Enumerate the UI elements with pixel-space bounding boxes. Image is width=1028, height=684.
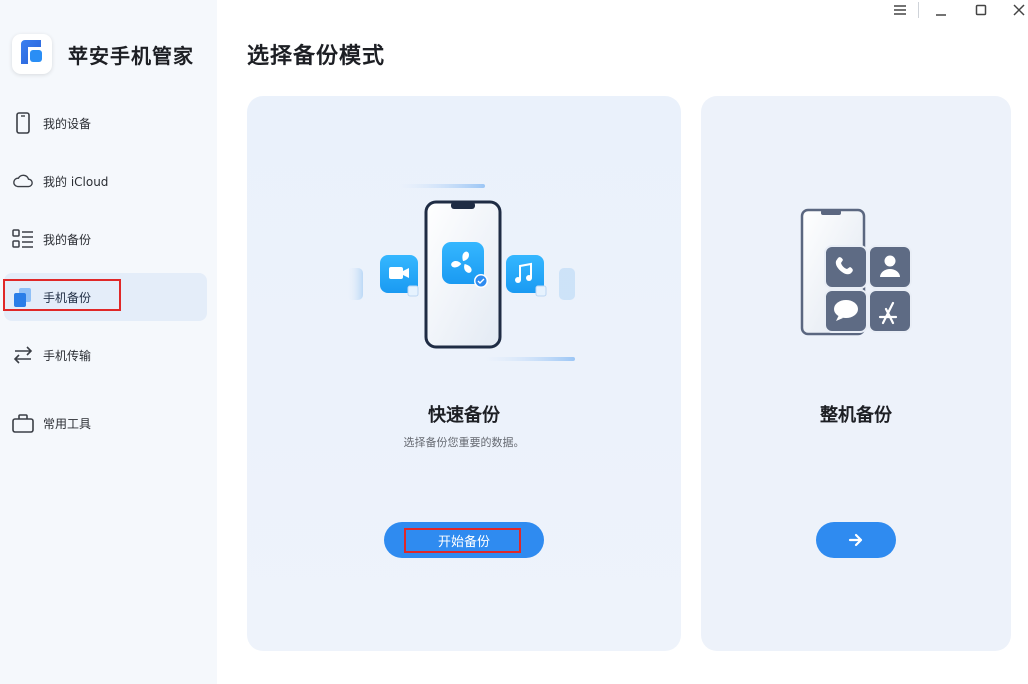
quick-backup-card[interactable]: 快速备份 选择备份您重要的数据。 开始备份 <box>247 96 681 651</box>
sidebar-item-my-backup[interactable]: 我的备份 <box>4 215 207 263</box>
full-backup-title: 整机备份 <box>820 405 892 426</box>
full-backup-illustration <box>800 208 912 336</box>
app-logo <box>12 34 52 74</box>
sidebar-item-my-device[interactable]: 我的设备 <box>4 99 207 147</box>
start-backup-button[interactable]: 开始备份 <box>384 522 544 558</box>
sidebar-item-label: 手机传输 <box>43 348 92 363</box>
sidebar-item-label: 我的备份 <box>43 232 92 247</box>
sidebar-item-phone-transfer[interactable]: 手机传输 <box>4 331 207 379</box>
sidebar-item-my-icloud[interactable]: 我的 iCloud <box>4 157 207 205</box>
maximize-icon[interactable] <box>971 0 991 20</box>
divider <box>918 2 919 18</box>
sidebar: 苹安手机管家 我的设备 我的 iCloud 我的备份 手机备份 手机传输 <box>0 0 217 684</box>
sidebar-item-label: 常用工具 <box>43 416 92 431</box>
brand: 苹安手机管家 <box>12 34 194 74</box>
quick-backup-illustration <box>347 184 575 361</box>
minimize-icon[interactable] <box>931 0 951 20</box>
sidebar-item-label: 我的 iCloud <box>43 174 109 189</box>
window-controls <box>890 0 1028 20</box>
sidebar-item-label: 我的设备 <box>43 116 92 131</box>
toolbox-icon <box>12 412 34 434</box>
phone-icon <box>12 112 34 134</box>
full-backup-next-button[interactable] <box>816 522 896 558</box>
backup-icon <box>12 286 34 308</box>
sidebar-item-phone-backup[interactable]: 手机备份 <box>4 273 207 321</box>
cloud-icon <box>12 170 34 192</box>
menu-icon[interactable] <box>890 0 910 20</box>
close-icon[interactable] <box>1009 0 1028 20</box>
quick-backup-title: 快速备份 <box>428 405 500 426</box>
transfer-icon <box>12 344 34 366</box>
page-title: 选择备份模式 <box>247 44 386 69</box>
arrow-right-icon <box>848 533 863 547</box>
sidebar-item-label: 手机备份 <box>43 290 92 305</box>
full-backup-card[interactable]: 整机备份 <box>701 96 1011 651</box>
list-icon <box>12 228 34 250</box>
sidebar-item-tools[interactable]: 常用工具 <box>4 399 207 447</box>
quick-backup-description: 选择备份您重要的数据。 <box>403 436 525 449</box>
app-title: 苹安手机管家 <box>68 43 194 68</box>
